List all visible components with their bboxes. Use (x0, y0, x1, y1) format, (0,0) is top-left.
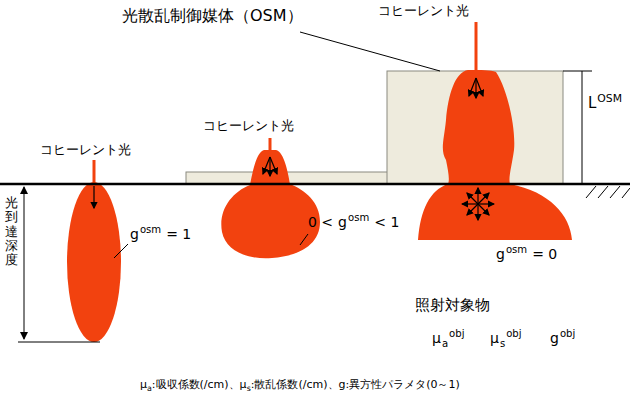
parameter-label: osm (348, 212, 369, 224)
title-label: 光散乱制御媒体（OSM） (122, 6, 303, 25)
parameter-label: = 1 (166, 226, 191, 243)
label-group: LOSM (588, 94, 622, 112)
label-group: コヒーレント光 (40, 142, 131, 158)
note-text: μ (140, 378, 147, 391)
note-text: :散乱係数(/cm)、g:異方性パラメタ(0～1) (251, 378, 460, 391)
parameter-label: 0 < (308, 214, 333, 231)
light-label: コヒーレント光 (203, 118, 294, 134)
surface-line (0, 183, 630, 186)
light-region (418, 70, 572, 240)
label-group: gosm = 1 (130, 226, 191, 243)
dimension-label: L (588, 94, 596, 112)
property-label: s (500, 338, 505, 350)
light-label: コヒーレント光 (378, 3, 469, 19)
parameter-label: osm (506, 244, 527, 256)
label-group: コヒーレント光 (378, 3, 469, 19)
label-group: μsobj (490, 330, 522, 347)
note-text: s (247, 384, 251, 394)
label-group: μa:吸収係数(/cm)、μs:散乱係数(/cm)、g:異方性パラメタ(0～1) (140, 378, 460, 391)
leader-line (114, 244, 128, 258)
property-label: g (550, 330, 559, 347)
parameter-label: g (338, 214, 347, 231)
light-region (67, 182, 121, 342)
label-group: gobj (550, 330, 575, 347)
depth-label: 光到達深度 (5, 196, 18, 267)
property-label: μ (490, 330, 499, 347)
label-group: gosm = 0 (496, 246, 557, 263)
property-label: a (442, 338, 448, 350)
property-label: μ (432, 330, 441, 347)
label-group: 光散乱制御媒体（OSM） (122, 6, 303, 25)
parameter-label: < 1 (374, 214, 399, 231)
light-label: コヒーレント光 (40, 142, 131, 158)
property-label: obj (560, 328, 575, 340)
label-group: μaobj (432, 330, 464, 347)
parameter-label: osm (140, 224, 161, 236)
label-group: 0 < gosm < 1 (308, 214, 399, 231)
osm-thin (186, 172, 395, 184)
leader-line (300, 234, 308, 245)
label-group: 照射対象物 (415, 296, 490, 314)
property-label: obj (449, 328, 464, 340)
leader-line (300, 32, 440, 71)
parameter-label: = 0 (532, 246, 557, 263)
dimension-label: OSM (597, 93, 622, 106)
object-label: 照射対象物 (415, 296, 490, 314)
parameter-label: g (130, 226, 139, 243)
label-group: コヒーレント光 (203, 118, 294, 134)
light-region (221, 150, 320, 258)
parameter-label: g (496, 246, 505, 263)
note-text: a (147, 384, 152, 394)
note-text: :吸収係数(/cm)、μ (152, 378, 247, 391)
label-group: 光到達深度 (5, 196, 18, 267)
property-label: obj (506, 328, 521, 340)
